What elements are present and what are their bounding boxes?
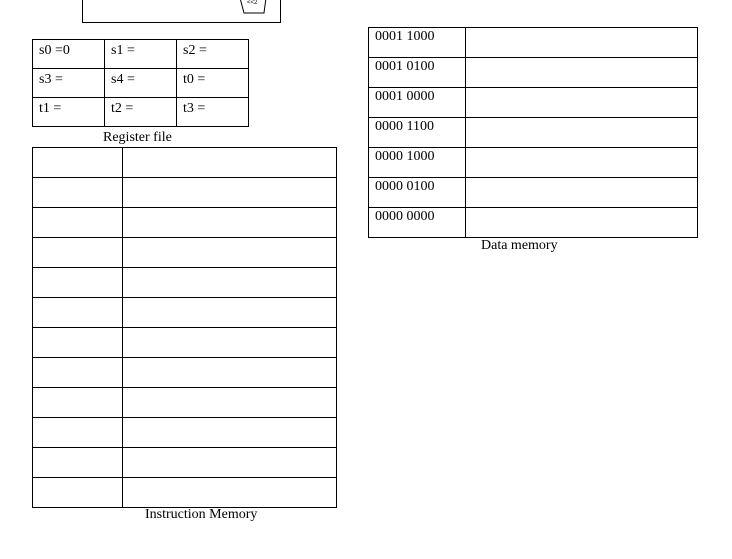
data-memory-row: 0000 0100 (368, 177, 698, 208)
data-memory-value-cell (465, 207, 698, 238)
instruction-memory-row (32, 417, 337, 448)
instruction-address-cell (32, 297, 123, 328)
instruction-address-cell (32, 177, 123, 208)
instruction-content-cell (122, 387, 337, 418)
register-cell: s4 = (104, 68, 177, 98)
register-cell: s2 = (176, 39, 249, 69)
instruction-content-cell (122, 357, 337, 388)
instruction-memory-row (32, 477, 337, 508)
instruction-content-cell (122, 417, 337, 448)
data-memory-value-cell (465, 57, 698, 88)
register-cell: s0 =0 (32, 39, 105, 69)
register-row: t1 = t2 = t3 = (32, 97, 249, 127)
instruction-memory-row (32, 357, 337, 388)
instruction-address-cell (32, 447, 123, 478)
data-memory-address-cell: 0001 1000 (368, 27, 466, 58)
instruction-content-cell (122, 327, 337, 358)
register-cell: t3 = (176, 97, 249, 127)
instruction-memory-row (32, 267, 337, 298)
data-memory-value-cell (465, 147, 698, 178)
shift-label: <<2 (247, 0, 258, 6)
data-memory-address-cell: 0001 0000 (368, 87, 466, 118)
data-memory-row: 0000 1100 (368, 117, 698, 148)
instruction-memory-row (32, 177, 337, 208)
instruction-memory-row (32, 207, 337, 238)
instruction-address-cell (32, 327, 123, 358)
instruction-content-cell (122, 447, 337, 478)
instruction-address-cell (32, 267, 123, 298)
instruction-content-cell (122, 477, 337, 508)
instruction-memory-table (32, 147, 337, 508)
instruction-memory-caption: Instruction Memory (145, 507, 258, 522)
data-memory-address-cell: 0000 0100 (368, 177, 466, 208)
data-memory-caption: Data memory (481, 238, 558, 253)
instruction-address-cell (32, 417, 123, 448)
data-memory-address-cell: 0000 1000 (368, 147, 466, 178)
register-row: s0 =0 s1 = s2 = (32, 39, 249, 69)
data-memory-address-cell: 0000 1100 (368, 117, 466, 148)
instruction-content-cell (122, 177, 337, 208)
instruction-memory-row (32, 237, 337, 268)
data-memory-value-cell (465, 177, 698, 208)
instruction-address-cell (32, 477, 123, 508)
instruction-memory-row (32, 387, 337, 418)
data-memory-address-cell: 0000 0000 (368, 207, 466, 238)
data-memory-row: 0001 0000 (368, 87, 698, 118)
instruction-address-cell (32, 147, 123, 178)
instruction-memory-row (32, 327, 337, 358)
data-memory-value-cell (465, 117, 698, 148)
instruction-content-cell (122, 207, 337, 238)
instruction-memory-row (32, 147, 337, 178)
register-cell: t0 = (176, 68, 249, 98)
register-cell: t1 = (32, 97, 105, 127)
data-memory-row: 0000 1000 (368, 147, 698, 178)
register-cell: s1 = (104, 39, 177, 69)
data-memory-value-cell (465, 27, 698, 58)
instruction-content-cell (122, 237, 337, 268)
register-cell: t2 = (104, 97, 177, 127)
diagram-fragment-box (82, 0, 281, 23)
data-memory-row: 0001 1000 (368, 27, 698, 58)
instruction-address-cell (32, 387, 123, 418)
data-memory-row: 0001 0100 (368, 57, 698, 88)
data-memory-row: 0000 0000 (368, 207, 698, 238)
instruction-content-cell (122, 267, 337, 298)
instruction-memory-row (32, 447, 337, 478)
register-file-caption: Register file (103, 130, 172, 145)
data-memory-address-cell: 0001 0100 (368, 57, 466, 88)
shift-left-unit-shape: <<2 (240, 0, 267, 14)
register-file-table: s0 =0 s1 = s2 = s3 = s4 = t0 = t1 = t2 =… (32, 39, 249, 127)
register-cell: s3 = (32, 68, 105, 98)
instruction-address-cell (32, 207, 123, 238)
instruction-memory-row (32, 297, 337, 328)
instruction-address-cell (32, 237, 123, 268)
instruction-address-cell (32, 357, 123, 388)
data-memory-value-cell (465, 87, 698, 118)
register-row: s3 = s4 = t0 = (32, 68, 249, 98)
instruction-content-cell (122, 147, 337, 178)
instruction-content-cell (122, 297, 337, 328)
